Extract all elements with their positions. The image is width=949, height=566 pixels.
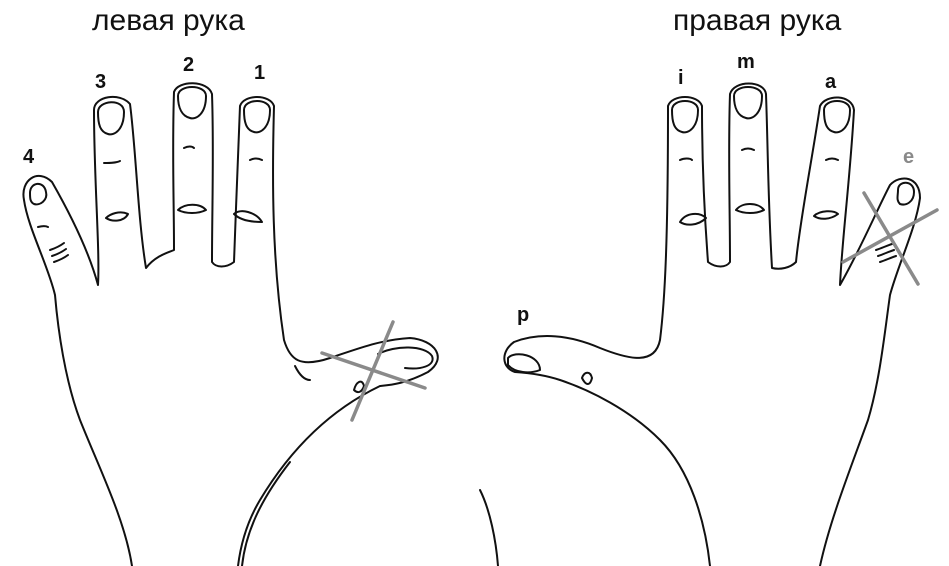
left-hand-outline <box>23 83 437 566</box>
left-thumb-cross-line-2 <box>352 322 393 420</box>
left-knuckle-marks <box>38 147 364 393</box>
right-hand-outline <box>440 84 920 566</box>
right-e-cross-line-2 <box>843 210 937 262</box>
left-nails <box>30 87 433 369</box>
